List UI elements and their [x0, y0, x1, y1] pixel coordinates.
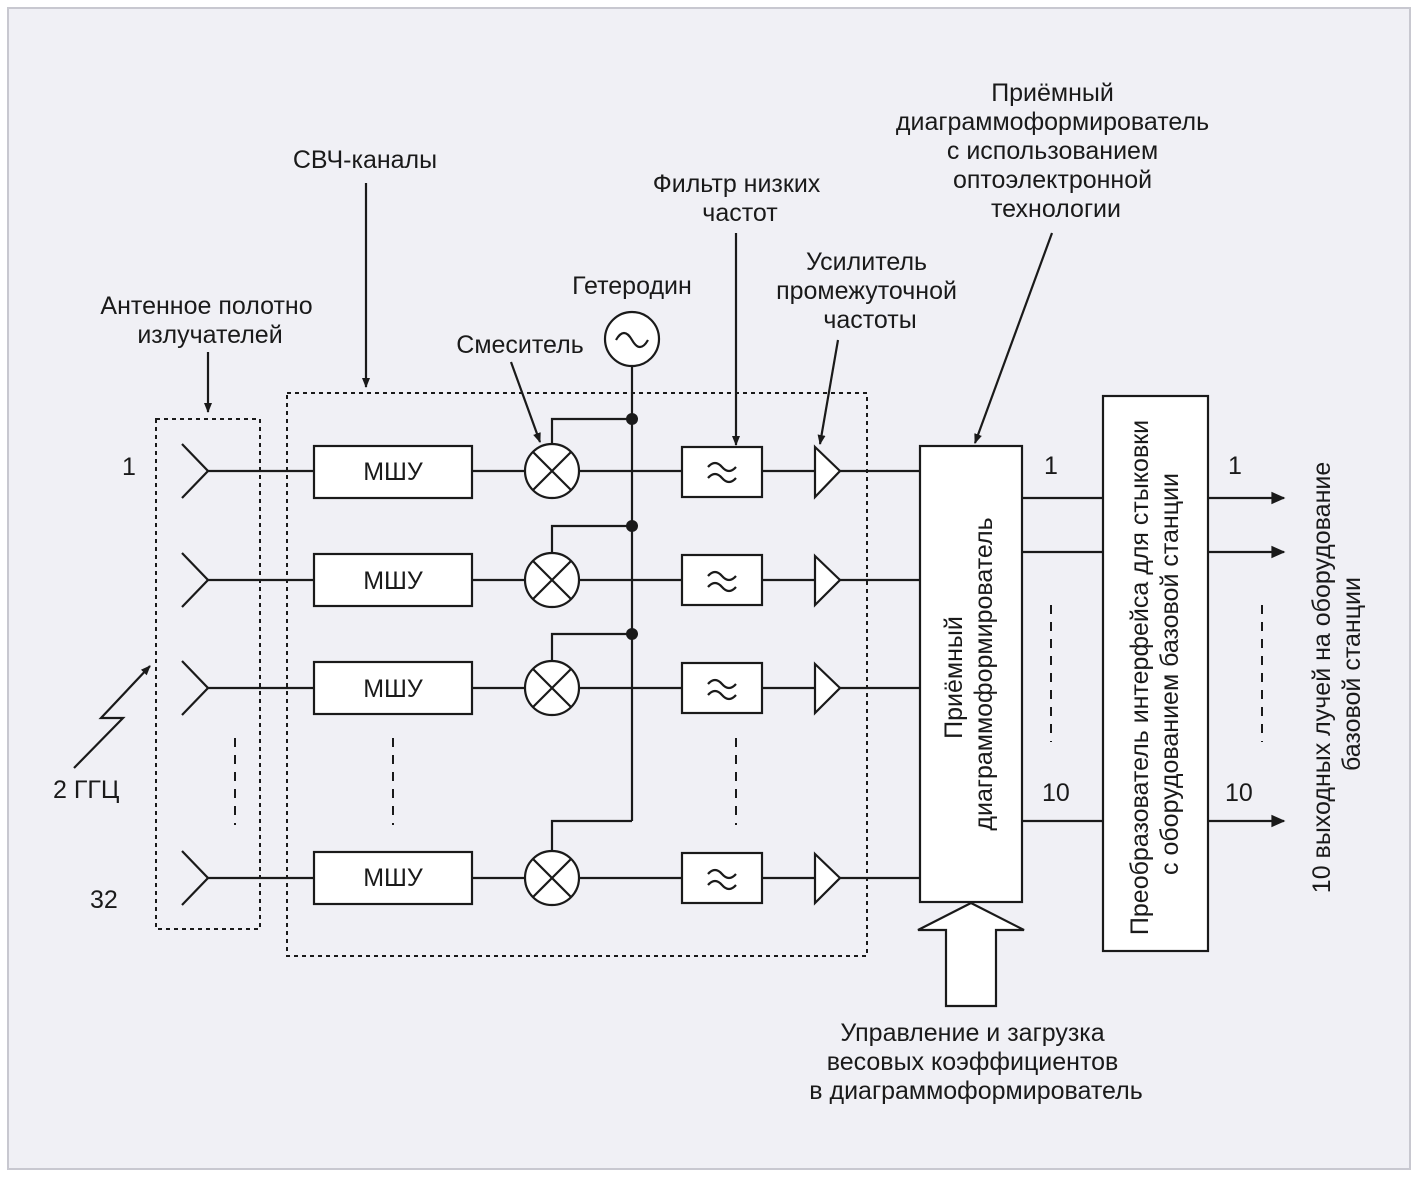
- signal-arrow-icon: [73, 665, 151, 769]
- beam-number-first: 1: [1044, 452, 1058, 480]
- channel-number-last: 32: [90, 886, 118, 914]
- frequency-label: 2 ГГЦ: [53, 776, 120, 804]
- mixer-icon: [523, 659, 581, 717]
- mixer-icon: [523, 551, 581, 609]
- oscillator-icon: [603, 310, 661, 368]
- mw-channels-group: [286, 392, 868, 957]
- mw-channels-label: СВЧ-каналы: [293, 146, 437, 174]
- beamformer-label: Приёмный диаграммоформирователь: [940, 517, 998, 830]
- lowpass-filter-icon: [680, 553, 764, 607]
- antenna-array-label: Антенное полотно излучателей: [100, 292, 319, 349]
- junction-dot: [626, 413, 638, 425]
- channel-row: МШУ: [181, 849, 920, 907]
- lna-box: [312, 660, 474, 716]
- antenna-array-group: [155, 418, 261, 930]
- beamformer-box: [918, 444, 1024, 904]
- channel-row: МШУ: [181, 551, 920, 609]
- output-number-first: 1: [1228, 452, 1242, 480]
- channel-row: МШУ: [181, 659, 920, 717]
- output-number-last: 10: [1225, 779, 1253, 807]
- if-amplifier-label: Усилитель промежуточной частоты: [776, 248, 964, 334]
- mixer-icon: [523, 849, 581, 907]
- channel-row: МШУ: [181, 442, 920, 500]
- lna-label: МШУ: [363, 567, 423, 595]
- amplifier-icon: [813, 851, 842, 906]
- interface-converter-label: Преобразователь интерфейса для стыковки …: [1126, 413, 1184, 935]
- mixer-icon: [523, 442, 581, 500]
- lowpass-filter-icon: [680, 445, 764, 499]
- control-input-arrow: [917, 901, 1025, 1008]
- amplifier-icon: [813, 553, 842, 608]
- lna-box: [312, 850, 474, 906]
- lna-box: [312, 552, 474, 608]
- junction-dot: [626, 520, 638, 532]
- beam-number-last: 10: [1042, 779, 1070, 807]
- mixer-label: Смеситель: [456, 331, 583, 359]
- lowpass-filter-icon: [680, 661, 764, 715]
- amplifier-icon: [813, 661, 842, 716]
- channel-number-first: 1: [122, 453, 136, 481]
- lna-label: МШУ: [363, 458, 423, 486]
- lna-label: МШУ: [363, 675, 423, 703]
- lna-label: МШУ: [363, 864, 423, 892]
- lowpass-filter-label: Фильтр низких частот: [653, 170, 828, 227]
- local-oscillator-label: Гетеродин: [572, 272, 692, 300]
- amplifier-icon: [813, 444, 842, 500]
- junction-dot: [626, 628, 638, 640]
- output-beams-label: 10 выходных лучей на оборудование базово…: [1308, 455, 1366, 893]
- weights-control-label: Управление и загрузка весовых коэффициен…: [809, 1019, 1142, 1105]
- lowpass-filter-icon: [680, 851, 764, 905]
- interface-converter-box: [1101, 394, 1210, 953]
- optoelectronic-bf-label: Приёмный диаграммоформирователь с исполь…: [896, 79, 1216, 223]
